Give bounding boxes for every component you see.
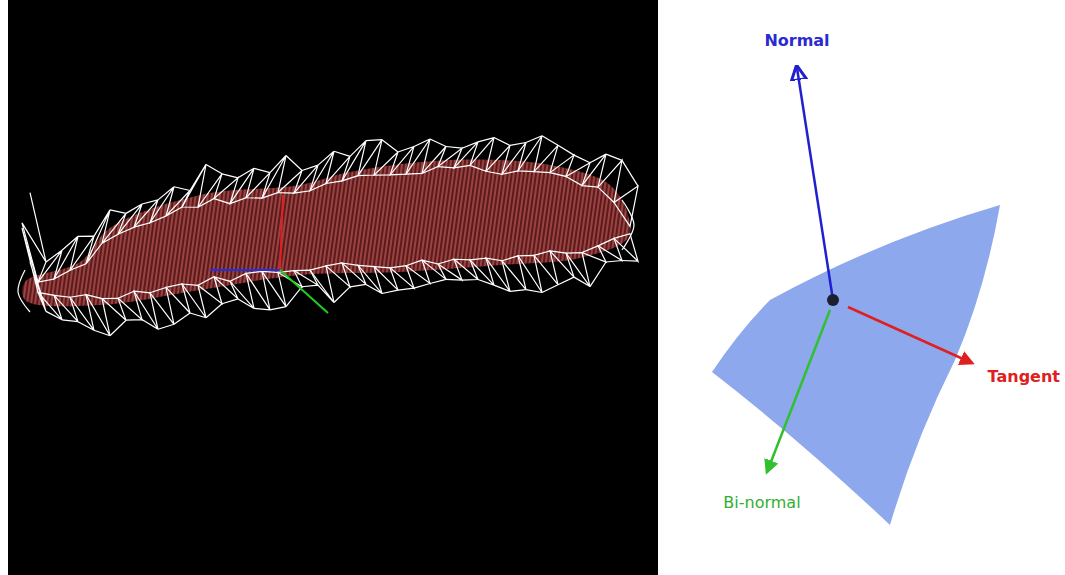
wire-triangle (70, 295, 94, 331)
wireframe (18, 136, 638, 336)
wire-triangle (358, 265, 382, 293)
wire-triangle (502, 256, 526, 292)
wire-triangle (294, 270, 318, 287)
wire-triangle (38, 292, 62, 319)
wire-triangle (342, 141, 366, 181)
wire-triangle (534, 136, 558, 173)
axis-green (280, 270, 328, 313)
wire-triangle (166, 187, 190, 216)
binormal-label: Bi-normal (723, 494, 800, 512)
wire-triangle (118, 291, 142, 320)
wire-triangle (246, 168, 270, 198)
wire-triangle (150, 187, 174, 223)
wire-triangle (502, 142, 526, 174)
wire-triangle (470, 258, 494, 285)
wire-triangle (54, 295, 78, 321)
tangent-label: Tangent (988, 368, 1060, 386)
wire-triangle (134, 291, 158, 329)
axis-red (280, 195, 283, 270)
wire-triangle (422, 139, 446, 173)
wire-triangle (198, 164, 222, 207)
wire-triangle (134, 200, 158, 227)
wire-triangle (438, 147, 462, 168)
wire-triangle (262, 156, 286, 199)
wire-triangle (22, 228, 46, 311)
wire-triangle (262, 271, 286, 309)
normal-label: Normal (764, 32, 829, 50)
wire-triangle (310, 151, 334, 191)
wire-triangle (614, 160, 638, 226)
wire-triangle (230, 273, 254, 308)
point (827, 294, 839, 306)
wire-triangle (102, 210, 126, 243)
tangent-arrow (848, 307, 972, 363)
wire-triangle (454, 259, 478, 280)
wire-triangle (598, 154, 622, 202)
wire-triangle (326, 263, 350, 303)
wire-triangle (326, 151, 350, 183)
wire-triangle (150, 287, 174, 329)
wire-triangle (550, 251, 574, 285)
wire-triangle (86, 295, 110, 336)
wire-triangle (614, 234, 638, 261)
wire-triangle (582, 246, 606, 287)
black-panel (8, 0, 658, 575)
wire-triangle (214, 174, 238, 204)
wire-triangle (342, 263, 366, 287)
wire-triangle (454, 142, 478, 168)
wire-triangle (118, 204, 142, 234)
wire-triangle (566, 155, 590, 185)
binormal-arrow (767, 310, 830, 472)
wire-triangle (550, 145, 574, 176)
wire-triangle (102, 298, 126, 335)
wire-cap (18, 270, 30, 312)
wire-triangle (374, 267, 398, 294)
surface-patch (712, 205, 1000, 525)
wire-triangle (214, 277, 238, 304)
wire-triangle (566, 253, 590, 287)
wire-triangle (310, 266, 334, 303)
wire-triangle (54, 236, 78, 279)
normal-arrow (797, 68, 833, 300)
wire-triangle (198, 277, 222, 318)
wire-triangle (422, 260, 446, 283)
wire-triangle (38, 250, 62, 282)
wire-cap (622, 200, 634, 250)
axis-blue (210, 269, 280, 271)
wire-triangle (486, 258, 510, 291)
wire-triangle (278, 271, 302, 307)
wire-triangle (534, 251, 558, 293)
wire-triangle (390, 146, 414, 175)
